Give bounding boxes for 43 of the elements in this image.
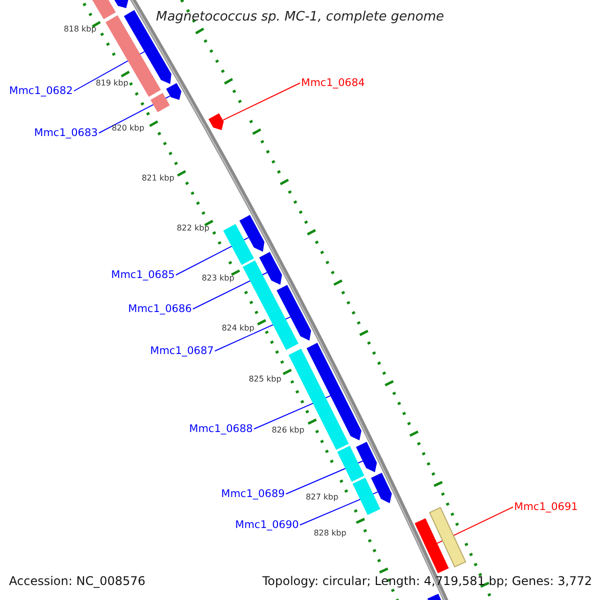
gene-label: Mmc1_0688 <box>189 422 253 436</box>
scale-label: 818 kbp <box>64 24 96 34</box>
gene-feature <box>428 506 466 568</box>
scale-label: 826 kbp <box>272 425 304 435</box>
scale-label: 820 kbp <box>112 123 144 133</box>
footer-text: Topology: circular; Length: 4,719,581 bp; Genes: 3,772 <box>262 575 592 589</box>
scale-label: 824 kbp <box>222 323 254 333</box>
leader-line <box>98 95 171 134</box>
scale-label: 822 kbp <box>176 223 210 233</box>
gene-label: Mmc1_0683 <box>34 126 98 140</box>
gene-feature <box>208 113 224 130</box>
gene-label: Mmc1_0691 <box>514 500 578 514</box>
title: Magnetococcus sp. MC-1, complete genome <box>156 10 444 26</box>
scale-label: 821 kbp <box>142 173 174 183</box>
leader-line <box>436 506 514 544</box>
gene-feature <box>306 342 362 440</box>
gene-feature <box>337 446 364 482</box>
gene-feature <box>113 0 128 8</box>
gene-label: Mmc1_0687 <box>150 344 214 358</box>
gene-feature <box>288 348 349 450</box>
gene-feature <box>259 252 282 285</box>
gene-label: Mmc1_0682 <box>9 84 73 98</box>
footer-text: Accession: NC_008576 <box>9 575 146 589</box>
gene-label: Mmc1_0684 <box>301 76 365 90</box>
gene-feature <box>371 472 392 504</box>
gene-feature <box>239 214 264 252</box>
scale-label: 825 kbp <box>248 374 282 384</box>
gene-feature <box>352 478 380 515</box>
gene-feature <box>166 83 182 100</box>
gene-label: Mmc1_0686 <box>128 302 192 316</box>
gene-feature <box>414 518 449 574</box>
gene-feature <box>276 284 312 341</box>
gene-feature <box>150 92 170 112</box>
gene-label: Mmc1_0689 <box>221 488 285 500</box>
gene-label: Mmc1_0685 <box>111 268 175 282</box>
gene-feature <box>356 442 377 472</box>
scale-label: 823 kbp <box>202 273 234 283</box>
gene-feature <box>223 224 254 265</box>
leader-line <box>222 82 301 121</box>
gene-label: Mmc1_0690 <box>235 518 299 532</box>
scale-label: 819 kbp <box>96 78 128 88</box>
scale-label: 828 kbp <box>314 528 346 538</box>
scale-label: 827 kbp <box>306 492 338 502</box>
